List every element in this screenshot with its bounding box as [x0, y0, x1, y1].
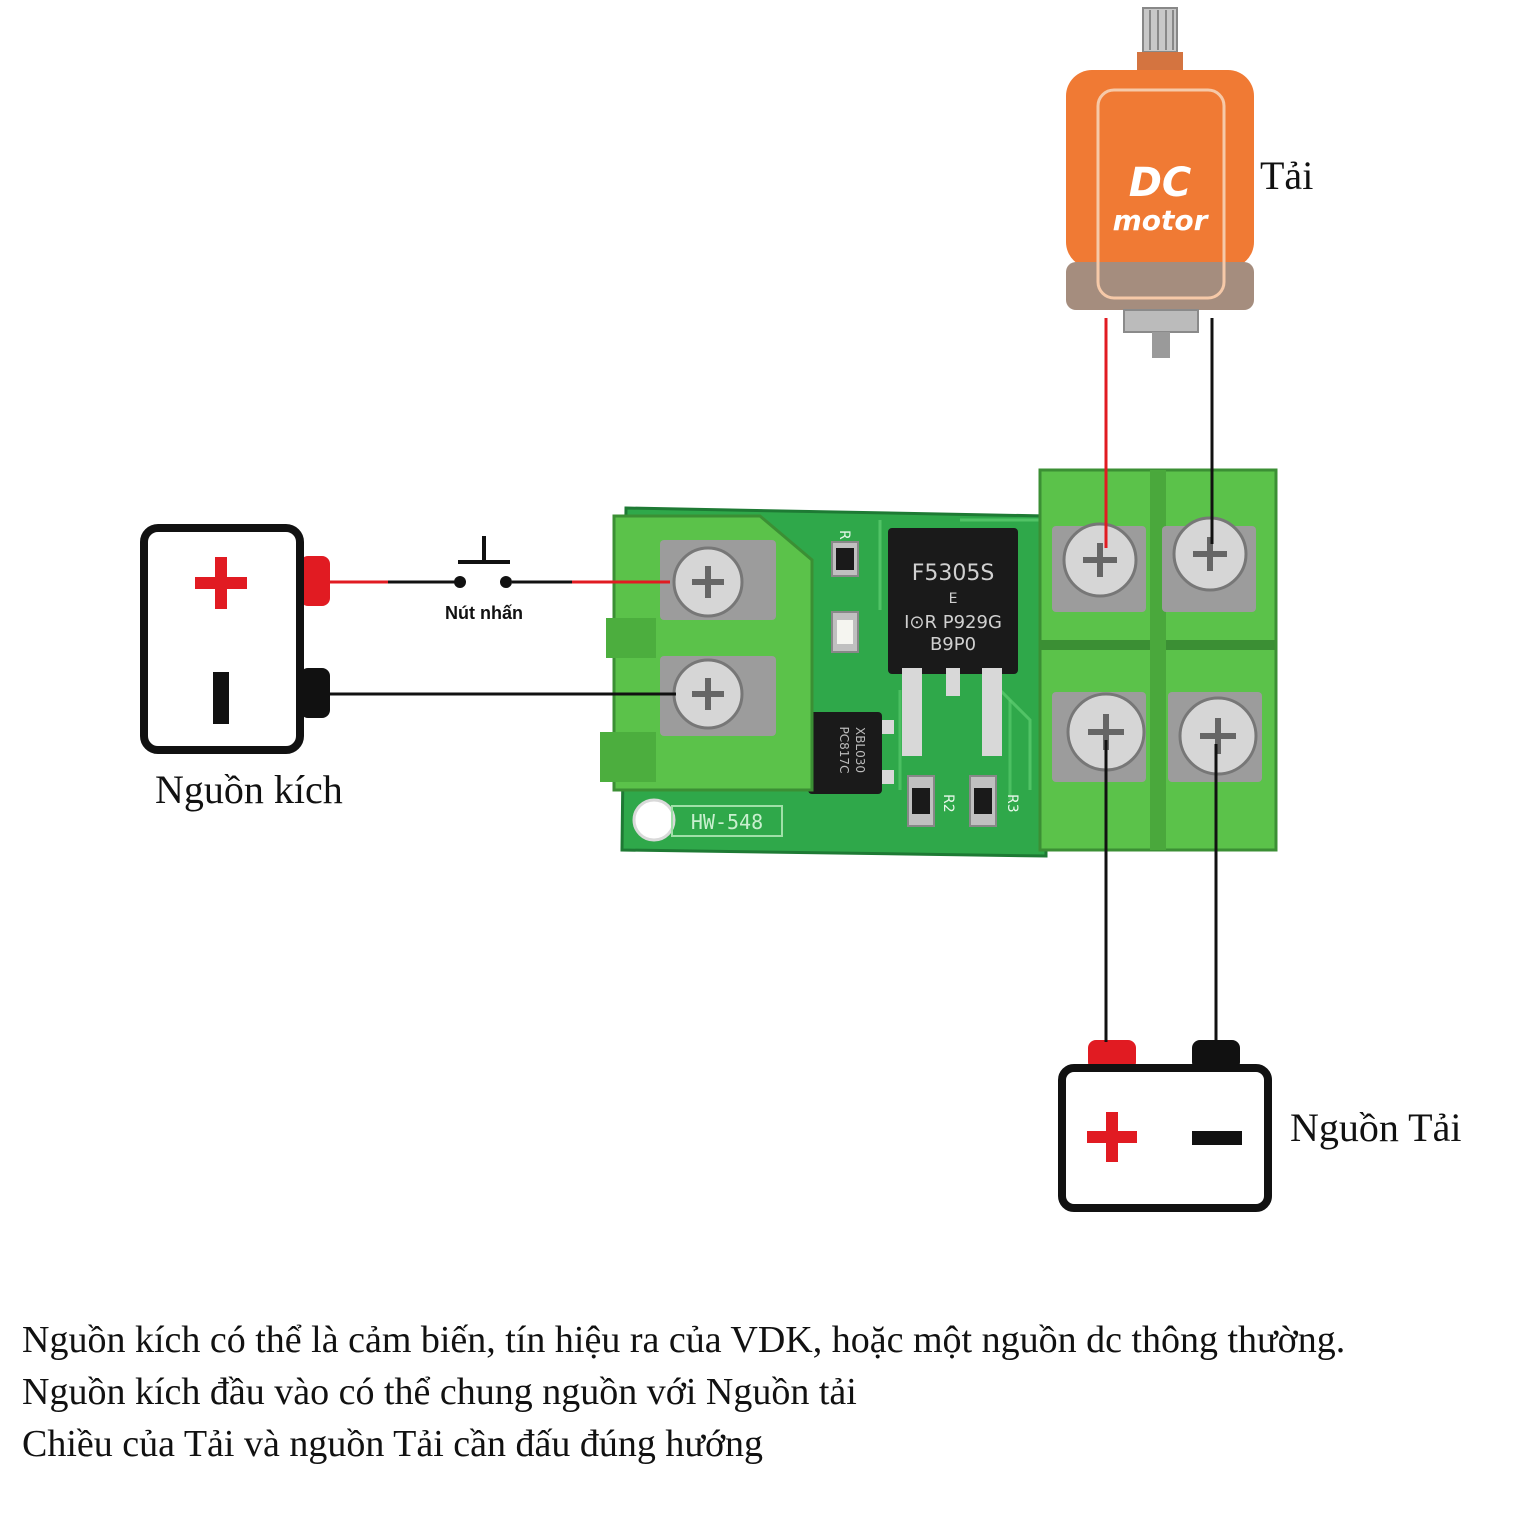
note-line: Nguồn kích có thể là cảm biến, tín hiệu … — [22, 1319, 1346, 1361]
push-button-icon — [454, 536, 512, 588]
wires — [330, 318, 1218, 1042]
mosfet-marking-4: B9P0 — [930, 634, 976, 655]
mosfet-module-board: HW-548 R1 F5305S E I⊙R P929G B9P0 PC817C… — [600, 468, 1278, 858]
load-label: Tải — [1260, 153, 1314, 198]
optocoupler-marking-2: XBL030 — [853, 727, 867, 773]
negative-sign-icon — [1192, 1131, 1242, 1145]
optocoupler-marking-1: PC817C — [837, 727, 851, 774]
mosfet-marking-1: F5305S — [912, 561, 995, 586]
board-model-label: HW-548 — [691, 810, 763, 834]
note-line: Nguồn kích đầu vào có thể chung nguồn vớ… — [22, 1371, 857, 1413]
mosfet-marking-3: I⊙R P929G — [904, 612, 1002, 633]
load-battery — [1058, 1040, 1272, 1212]
dc-motor: DC motor — [1066, 7, 1254, 358]
trigger-battery — [140, 524, 330, 754]
trigger-source-label: Nguồn kích — [155, 767, 343, 812]
output-terminal-block — [1038, 468, 1278, 852]
input-terminal-block — [600, 514, 814, 792]
r2-label: R2 — [940, 794, 956, 813]
load-source-label: Nguồn Tải — [1290, 1105, 1462, 1150]
push-button-label: Nút nhấn — [445, 603, 523, 623]
note-line: Chiều của Tải và nguồn Tải cần đấu đúng … — [22, 1423, 764, 1465]
motor-label-dc: DC — [1129, 160, 1192, 206]
motor-label-motor: motor — [1113, 204, 1210, 237]
negative-sign-icon — [213, 672, 229, 724]
r3-label: R3 — [1004, 794, 1020, 813]
mosfet-marking-2: E — [949, 591, 958, 607]
